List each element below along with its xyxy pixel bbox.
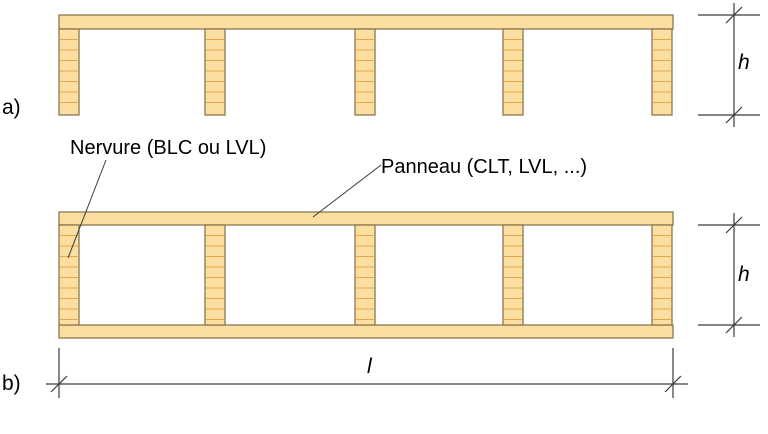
dim-l-tick-left: [50, 375, 68, 393]
section-b-box-ribbed-panel: [58, 211, 674, 339]
rib-b-4: [502, 224, 524, 326]
section-a-open-ribbed-panel: [58, 14, 674, 116]
panel-top-b: [58, 211, 674, 226]
rib-label: Nervure (BLC ou LVL): [70, 137, 266, 159]
rib-b-1: [58, 224, 80, 326]
dim-a-tick-top: [725, 6, 743, 24]
rib-b-3: [354, 224, 376, 326]
rib-a-2: [204, 28, 226, 116]
rib-b-4-body: [502, 224, 524, 326]
height-b-label: h: [738, 263, 750, 286]
leader-lines: [67, 159, 382, 259]
part-a-label: a): [2, 96, 21, 119]
rib-leader-line: [67, 159, 107, 259]
rib-a-3: [354, 28, 376, 116]
panel-bottom-b: [58, 324, 674, 339]
rib-b-3-body: [354, 224, 376, 326]
dim-b-tick-top: [725, 216, 743, 234]
rib-b-2-body: [204, 224, 226, 326]
rib-b-2: [204, 224, 226, 326]
dim-a-tick-bottom: [725, 106, 743, 124]
height-a-label: h: [738, 51, 750, 74]
part-b-label: b): [2, 372, 21, 395]
rib-b-5: [651, 224, 673, 326]
panel-label: Panneau (CLT, LVL, ...): [381, 156, 587, 178]
dim-b-tick-bottom: [725, 316, 743, 334]
panel-leader-line: [312, 164, 382, 218]
panel-top-a: [58, 14, 674, 30]
rib-a-5: [651, 28, 673, 116]
length-label: l: [367, 355, 373, 378]
rib-b-5-body: [651, 224, 673, 326]
dim-l-tick-right: [664, 375, 682, 393]
rib-a-4: [502, 28, 524, 116]
rib-b-1-body: [58, 224, 80, 326]
rib-a-1: [58, 28, 80, 116]
dimension-lines: [46, 3, 760, 398]
